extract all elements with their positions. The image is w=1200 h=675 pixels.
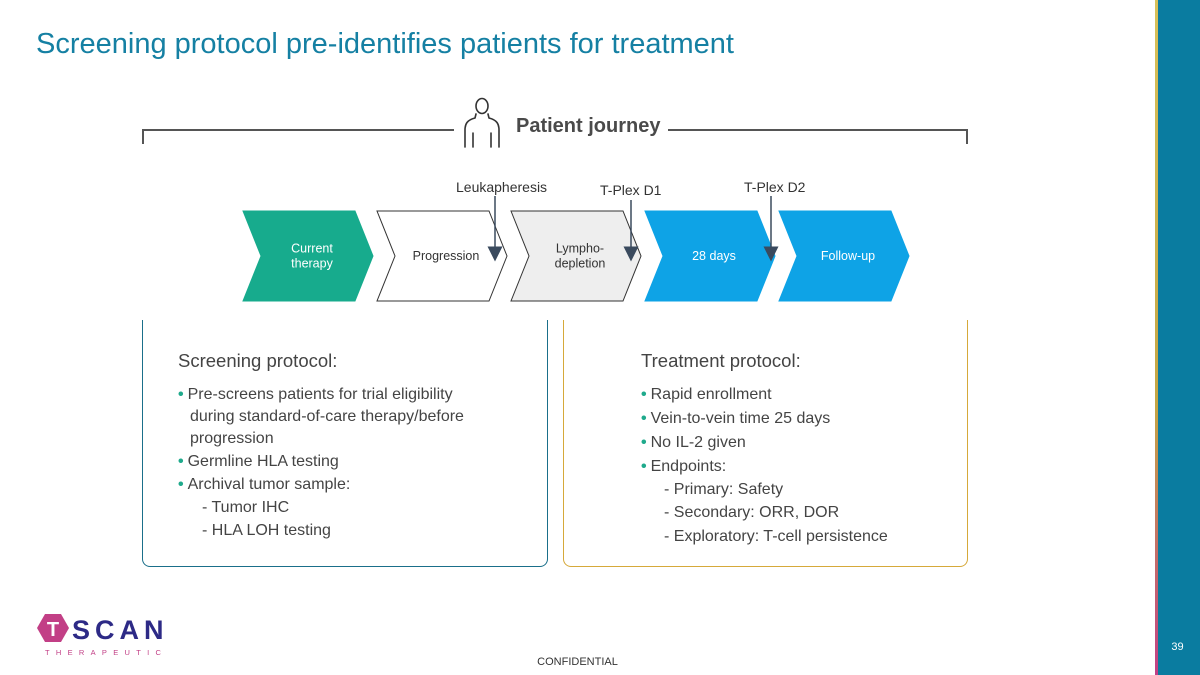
screening-subitem-2: - HLA LOH testing xyxy=(202,522,331,539)
logo-brand-text: SCAN xyxy=(72,615,166,645)
bullet-dot: • xyxy=(641,410,647,427)
logo-mark-letter: T xyxy=(47,619,59,641)
page-number: 39 xyxy=(1171,641,1184,653)
bullet-dot: • xyxy=(641,386,647,403)
treatment-bullet-4: •Endpoints: xyxy=(641,458,727,475)
treatment-protocol-box xyxy=(563,320,968,567)
treatment-bullet-1: •Rapid enrollment xyxy=(641,386,772,403)
screening-bullet-1-cont-b: progression xyxy=(190,430,274,447)
journey-bracket-left xyxy=(142,129,454,131)
journey-bracket-left-tick xyxy=(142,129,144,144)
screening-subitem-1: - Tumor IHC xyxy=(202,499,290,516)
journey-step-label-3-2: depletion xyxy=(555,257,606,271)
journey-bracket-right-tick xyxy=(966,129,968,144)
person-icon xyxy=(464,97,500,148)
screening-protocol-title: Screening protocol: xyxy=(178,350,338,371)
confidential-footer: CONFIDENTIAL xyxy=(537,656,618,668)
treatment-subitem-2: - Secondary: ORR, DOR xyxy=(664,504,840,521)
treatment-protocol-title: Treatment protocol: xyxy=(641,350,801,371)
marker-label-tplex-d2: T-Plex D2 xyxy=(744,179,806,195)
screening-bullet-2: •Germline HLA testing xyxy=(178,453,339,470)
screening-bullet-1: •Pre-screens patients for trial eligibil… xyxy=(178,386,453,403)
logo-hexagon xyxy=(37,614,69,642)
journey-step-chevron-2 xyxy=(376,210,508,302)
bullet-dot: • xyxy=(641,458,647,475)
treatment-bullet-2: •Vein-to-vein time 25 days xyxy=(641,410,831,427)
marker-label-leukapheresis: Leukapheresis xyxy=(456,179,548,195)
journey-step-label-1-1: Current xyxy=(291,242,333,256)
journey-step-chevron-4 xyxy=(644,210,776,302)
screening-protocol-box xyxy=(142,320,548,567)
journey-step-chevron-5 xyxy=(778,210,910,302)
bullet-dot: • xyxy=(178,476,184,493)
journey-step-label-3-1: Lympho- xyxy=(556,242,604,256)
journey-step-label-5-1: Follow-up xyxy=(821,249,875,263)
bullet-dot: • xyxy=(178,453,184,470)
marker-label-tplex-d1: T-Plex D1 xyxy=(600,182,662,198)
journey-step-chevron-3 xyxy=(510,210,642,302)
screening-bullet-3: •Archival tumor sample: xyxy=(178,476,351,493)
treatment-subitem-3: - Exploratory: T-cell persistence xyxy=(664,528,888,545)
tscan-logo: T SCAN THERAPEUTICS xyxy=(37,614,166,657)
screening-bullet-1-cont-a: during standard-of-care therapy/before xyxy=(190,408,464,425)
patient-journey-label: Patient journey xyxy=(516,115,661,137)
treatment-subitem-1: - Primary: Safety xyxy=(664,481,784,498)
journey-bracket-right xyxy=(668,129,968,131)
journey-step-label-1-2: therapy xyxy=(291,257,333,271)
bullet-dot: • xyxy=(178,386,184,403)
page-title: Screening protocol pre-identifies patien… xyxy=(36,28,734,60)
bullet-dot: • xyxy=(641,434,647,451)
sidebar-accent-stripe xyxy=(1155,0,1158,675)
journey-step-label-4-1: 28 days xyxy=(692,249,736,263)
journey-step-chevron-1 xyxy=(242,210,374,302)
sidebar-band: 39 xyxy=(1155,0,1200,675)
logo-tagline: THERAPEUTICS xyxy=(45,648,166,657)
treatment-bullet-3: •No IL-2 given xyxy=(641,434,746,451)
journey-step-label-2-1: Progression xyxy=(413,249,480,263)
